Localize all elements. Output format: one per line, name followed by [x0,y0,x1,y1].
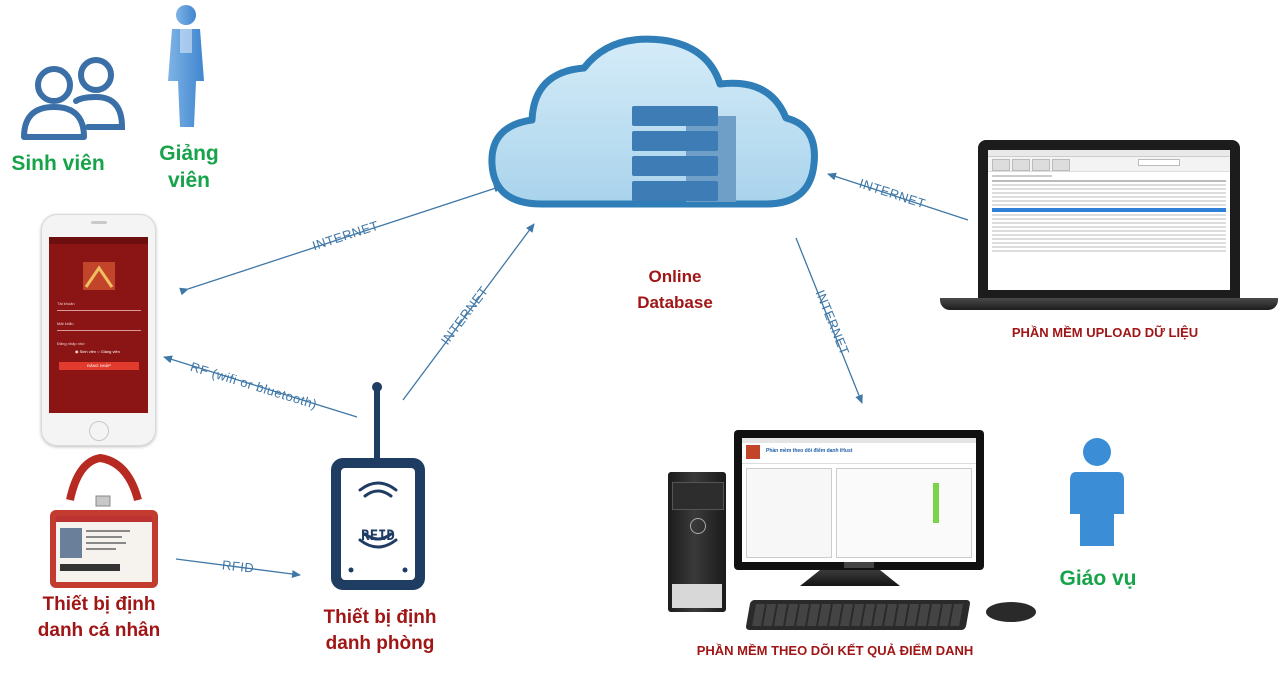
lecturers-label-line2: viên [167,169,211,192]
arrow-room-phone [163,355,358,418]
phone-speaker [91,221,107,224]
database-server-icon [632,106,736,202]
pc-screen: Phần mềm theo dõi điểm danh iHust [742,438,976,562]
laptop-screen [988,150,1230,290]
mouse-icon [986,602,1036,622]
arrow-room-db [402,223,535,401]
lecturers-label: Giảng viên [150,140,228,194]
personal-device-label-line2: danh cá nhân [37,620,161,641]
pc-tower [668,472,726,612]
monitor-software-label: PHẦN MỀM THEO DÕI KẾT QUẢ ĐIỂM DANH [696,643,974,658]
staff-label: Giáo vụ [1059,567,1137,590]
room-device-label-line2: danh phòng [325,633,435,654]
arrow-db-pc [795,237,863,404]
role-label: Đăng nhập như [57,341,85,346]
phone-screen: Tài khoản Mật khẩu Đăng nhập như ◉ Sinh … [49,237,148,413]
lecturers-label-line1: Giảng [159,142,219,165]
laptop [940,138,1278,314]
role-lecturer-option[interactable]: Giảng viên [100,349,120,354]
smartphone: Tài khoản Mật khẩu Đăng nhập như ◉ Sinh … [41,214,156,446]
rfid-badge-text: RFID [361,528,395,544]
role-student-option[interactable]: Sinh viên [79,349,97,354]
role-radio-group[interactable]: ◉ Sinh viên ○ Giảng viên [75,349,120,354]
students-icon [21,57,126,140]
personal-device-label-line1: Thiết bị định [42,594,156,615]
personal-device-label: Thiết bị định danh cá nhân [14,592,184,644]
room-device-label-line1: Thiết bị định [323,607,437,628]
app-logo-icon [83,262,115,290]
arrow-phone-db [179,184,503,296]
upload-software-label: PHẦN MỀM UPLOAD DỮ LIỆU [1011,325,1199,340]
pc-monitor: Phần mềm theo dõi điểm danh iHust [734,430,984,570]
id-card-icon [50,453,158,588]
students-label: Sinh viên [11,152,105,175]
database-label: Online Database [620,264,730,316]
pc-monitor-stand [800,570,900,586]
edge-label-card-room: RFID [221,557,256,576]
username-field-label: Tài khoản [57,301,75,306]
password-field-label: Mật khẩu [57,321,74,326]
laptop-bezel [978,140,1240,300]
room-device-label: Thiết bị định danh phòng [300,605,460,657]
database-label-line1: Online [648,267,702,286]
keyboard-icon [745,600,971,630]
rfid-reader-icon [331,382,425,590]
password-input[interactable] [57,330,141,331]
database-label-line2: Database [637,293,713,312]
desktop-app-title: Phần mềm theo dõi điểm danh iHust [766,448,853,454]
username-input[interactable] [57,310,141,311]
arrow-laptop-db [827,172,969,221]
laptop-base [940,298,1278,310]
arrow-card-room [175,558,301,578]
lecturer-icon [168,5,204,127]
staff-icon [1070,438,1124,546]
login-button[interactable]: ĐĂNG NHẬP [59,362,139,370]
home-button [89,421,109,441]
